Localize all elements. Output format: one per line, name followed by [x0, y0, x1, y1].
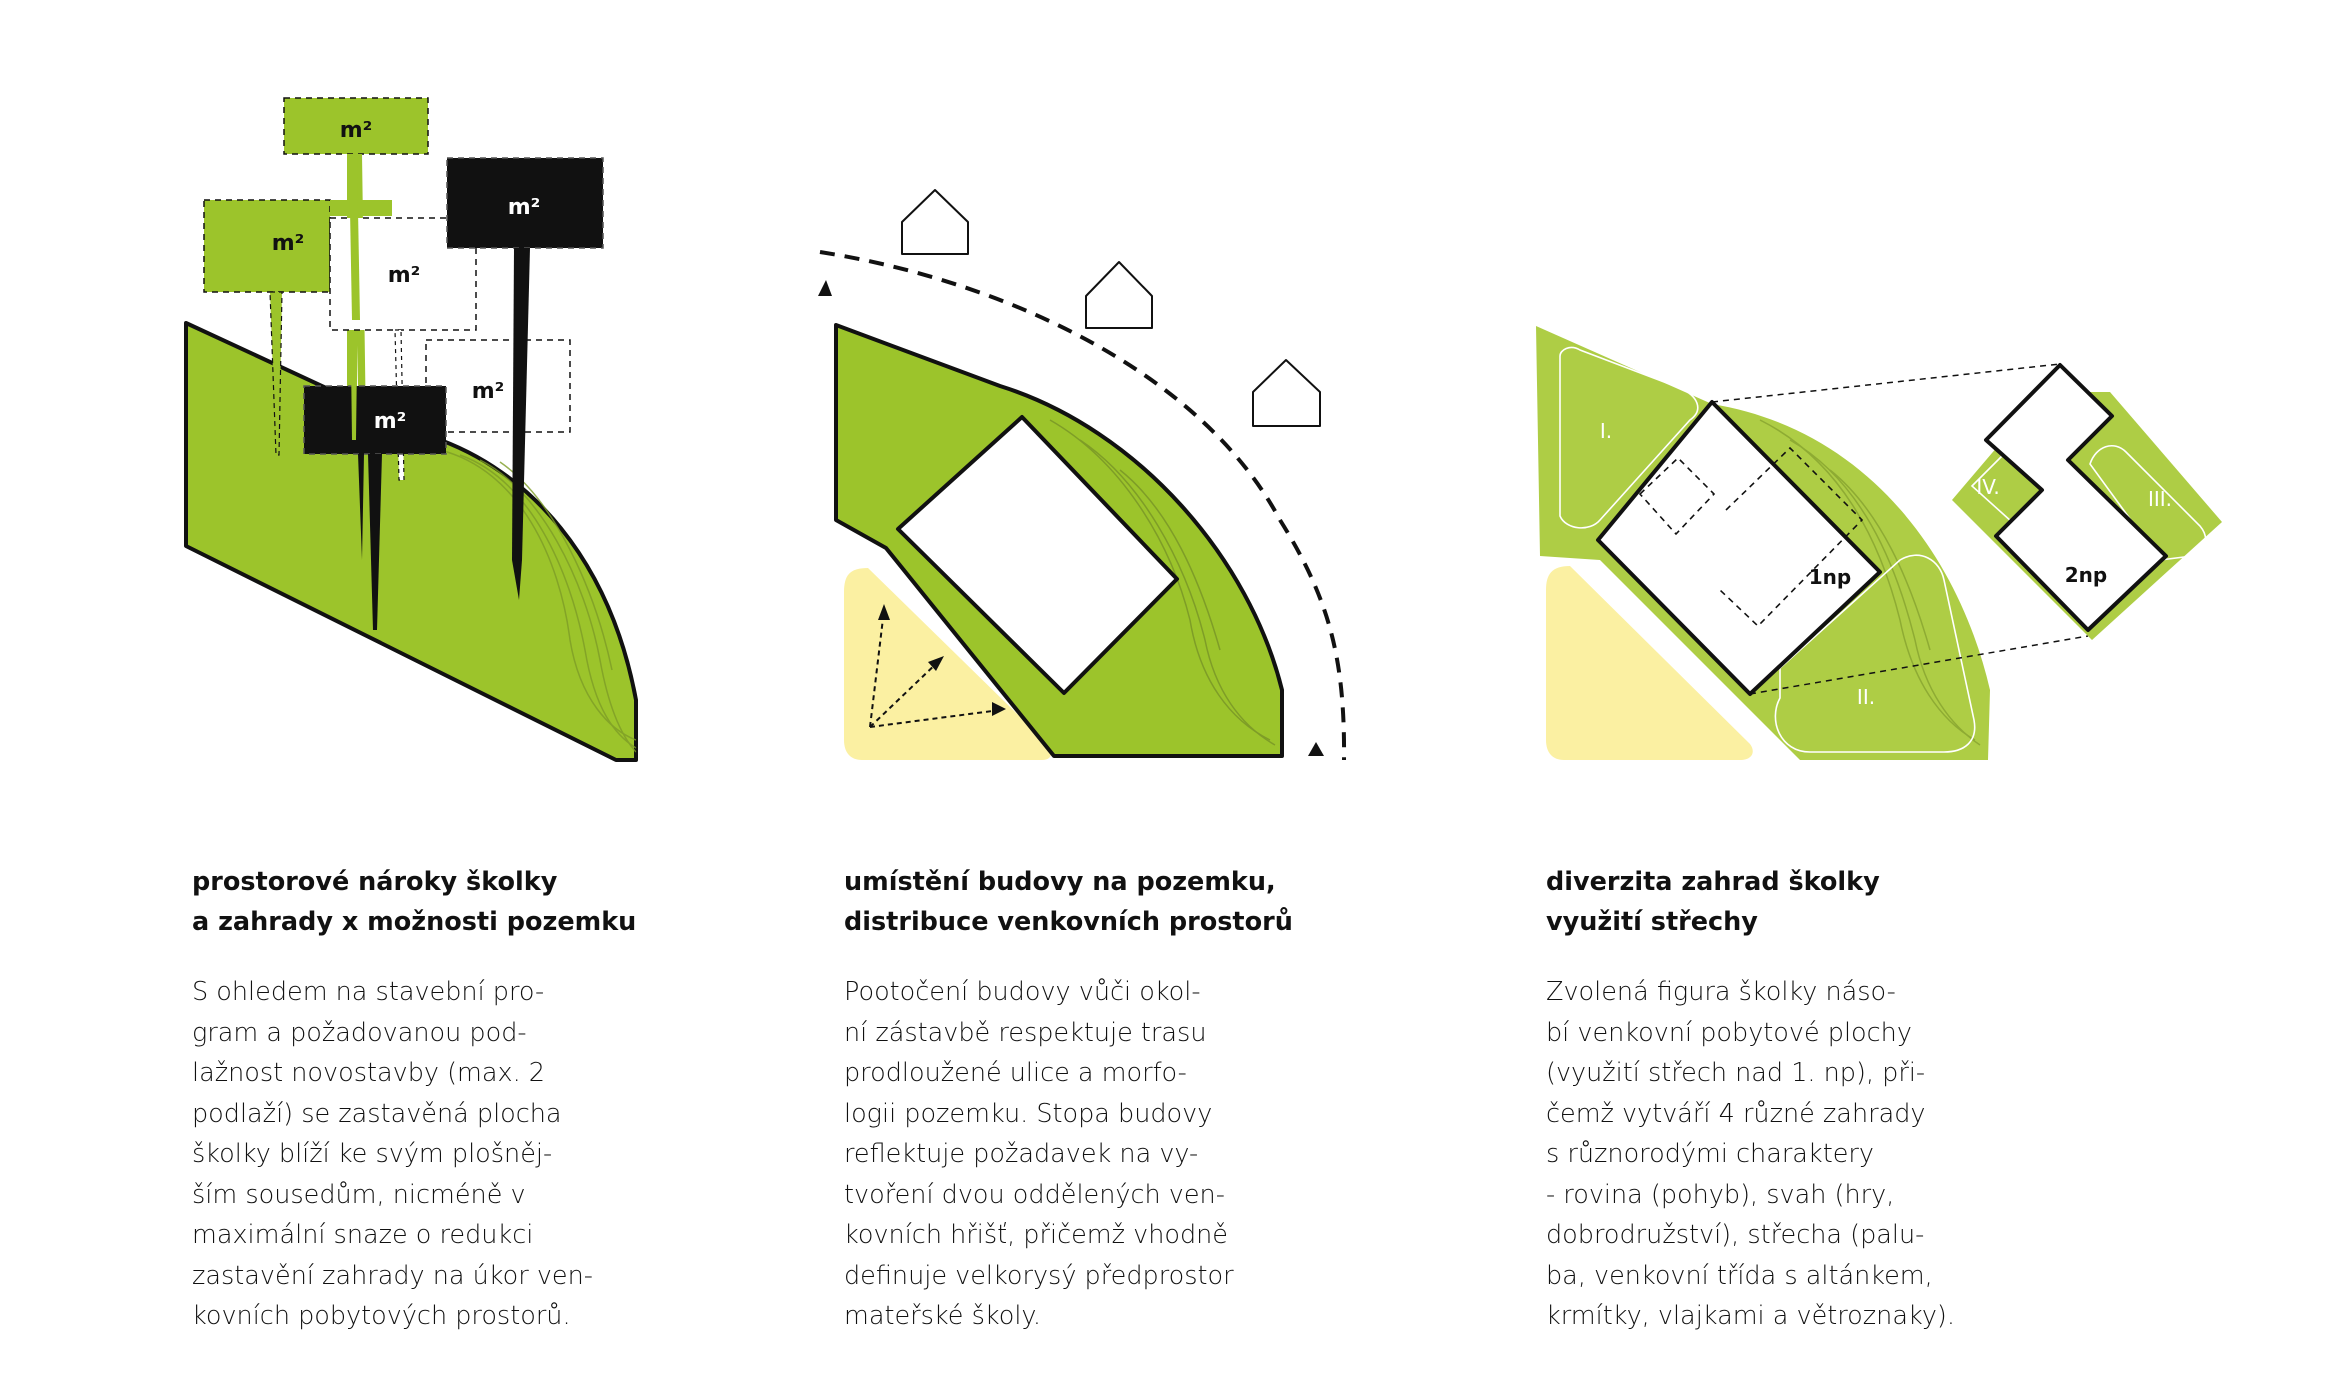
- sign-label: m²: [388, 263, 421, 288]
- forecourt-area: [1546, 566, 1753, 760]
- body-line: prodloužené ulice a morfo-: [844, 1058, 1187, 1088]
- body-line: kovních hřišť, přičemž vhodně: [844, 1220, 1228, 1250]
- body-line: čemž vytváří 4 různé zahrady: [1546, 1098, 1926, 1129]
- diagram-1-spatial-demands: m² m² m² m² m²: [184, 97, 638, 762]
- body-line: s různorodými charaktery: [1546, 1139, 1874, 1169]
- column-3: diverzita zahrad školky využití střechy …: [1546, 862, 2016, 1337]
- house-icon: [1085, 261, 1153, 329]
- sign-label: m²: [508, 195, 541, 220]
- building-footprint: [896, 415, 1179, 695]
- column-3-title: diverzita zahrad školky využití střechy: [1546, 862, 2016, 942]
- projection-lines: [1711, 363, 2089, 695]
- body-line: bí venkovní pobytové plochy: [1546, 1017, 1912, 1048]
- movement-arrows: [869, 609, 1001, 728]
- body-line: mateřské školy.: [844, 1301, 1041, 1331]
- body-line: krmítky, vlajkami a větroznaky).: [1546, 1301, 1955, 1331]
- column-3-body: Zvolená figura školky náso- bí venkovní …: [1546, 972, 2016, 1337]
- sign-label: m²: [272, 231, 305, 256]
- body-line: definuje velkorysý předprostor: [844, 1260, 1234, 1291]
- body-line: - rovina (pohyb), svah (hry,: [1546, 1179, 1895, 1210]
- upper-floor-projection: [1638, 446, 1864, 628]
- sign-area-outline-right: m²: [425, 339, 571, 433]
- sign-area-green-left: m²: [203, 199, 392, 456]
- body-line: tvoření dvou oddělených ven-: [844, 1179, 1225, 1210]
- site-plot: [184, 321, 638, 762]
- column-2: umístění budovy na pozemku, distribuce v…: [844, 862, 1314, 1337]
- title-line: umístění budovy na pozemku,: [844, 867, 1276, 897]
- title-line: využití střechy: [1546, 907, 1758, 937]
- sign-area-black-top: m²: [446, 157, 604, 600]
- body-line: Zvolená figura školky náso-: [1546, 977, 1896, 1007]
- body-line: ní zástavbě respektuje trasu: [844, 1017, 1207, 1048]
- column-1-title: prostorové nároky školky a zahrady x mož…: [192, 862, 662, 942]
- column-2-title: umístění budovy na pozemku, distribuce v…: [844, 862, 1314, 942]
- body-line: zastavění zahrady na úkor ven-: [192, 1260, 593, 1291]
- arrow-icon: [818, 280, 832, 296]
- body-line: (využití střech nad 1. np), při-: [1546, 1058, 1926, 1088]
- column-2-body: Pootočení budovy vůči okol- ní zástavbě …: [844, 972, 1314, 1337]
- house-icon: [901, 189, 969, 255]
- body-line: ším sousedům, nicméně v: [192, 1179, 526, 1210]
- body-line: dobrodružství), střecha (palu-: [1546, 1220, 1925, 1250]
- body-line: lažnost novostavby (max. 2: [192, 1058, 546, 1088]
- garden-label-I: I.: [1600, 419, 1612, 443]
- garden-label-II: II.: [1857, 685, 1875, 709]
- body-line: gram a požadovanou pod-: [192, 1017, 527, 1048]
- house-icon: [1252, 359, 1321, 427]
- sign-label: m²: [472, 379, 505, 404]
- body-line: reflektuje požadavek na vy-: [844, 1139, 1199, 1169]
- column-1: prostorové nároky školky a zahrady x mož…: [192, 862, 662, 1337]
- building-2np: [1984, 363, 2168, 632]
- garden-label-IV: IV.: [1976, 475, 1999, 499]
- body-line: kovních pobytových prostorů.: [192, 1301, 571, 1331]
- contour-lines: [1759, 419, 1981, 746]
- body-line: Pootočení budovy vůči okol-: [844, 977, 1201, 1007]
- body-line: ba, venkovní třída s altánkem,: [1546, 1260, 1933, 1291]
- body-line: maximální snaze o redukci: [192, 1220, 534, 1250]
- diagram-2-building-placement: [818, 189, 1347, 761]
- floor-label-2np: 2np: [2065, 563, 2107, 587]
- sign-label: m²: [374, 409, 407, 434]
- body-line: logii pozemku. Stopa budovy: [844, 1098, 1213, 1129]
- arrow-heads: [878, 604, 1006, 716]
- title-line: distribuce venkovních prostorů: [844, 907, 1293, 937]
- sign-label: m²: [340, 118, 373, 143]
- title-line: diverzita zahrad školky: [1546, 867, 1880, 897]
- contour-lines: [1049, 419, 1276, 746]
- body-line: školky blíží ke svým plošněj-: [192, 1139, 553, 1169]
- floor-label-1np: 1np: [1809, 565, 1851, 589]
- column-1-body: S ohledem na stavební pro- gram a požado…: [192, 972, 662, 1337]
- body-line: podlaží) se zastavěná plocha: [192, 1098, 562, 1129]
- title-line: prostorové nároky školky: [192, 867, 558, 897]
- title-line: a zahrady x možnosti pozemku: [192, 907, 637, 937]
- street-route: [819, 250, 1347, 761]
- sign-area-black-bottom: m²: [303, 385, 447, 630]
- arrow-icon: [1308, 742, 1324, 756]
- garden-III-outline: [2089, 444, 2207, 561]
- body-line: S ohledem na stavební pro-: [192, 977, 545, 1007]
- garden-label-III: III.: [2148, 487, 2172, 511]
- diagram-3-garden-diversity: I. II. 1np III. IV. 2np: [1536, 326, 2222, 760]
